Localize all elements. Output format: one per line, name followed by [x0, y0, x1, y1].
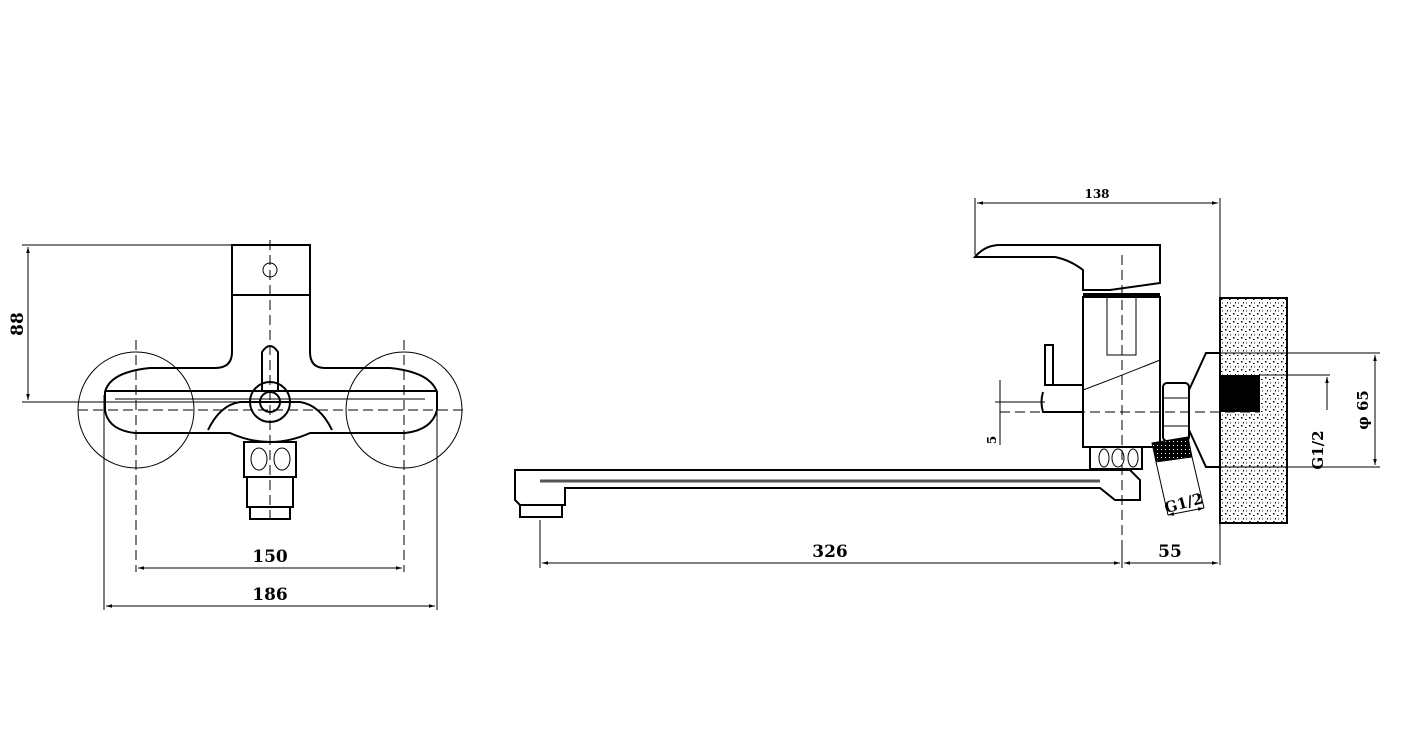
- height-dim-label: 88: [8, 312, 28, 336]
- wall-flange: [1188, 352, 1221, 468]
- knurled-inlet: [1151, 436, 1193, 463]
- center-distance-dim-label: 150: [252, 547, 288, 567]
- handle-block: [231, 244, 311, 296]
- spout-length-dim-label: 326: [812, 542, 848, 562]
- side-view: 138 5 326 55 G1/2 G1/2 φ 65: [514, 187, 1380, 568]
- front-view: 88 150 186: [8, 240, 465, 610]
- wall-offset-dim-label: 55: [1158, 542, 1182, 562]
- flange-diameter-label: φ 65: [1354, 390, 1372, 430]
- handle-reach-dim-label: 138: [1084, 187, 1109, 201]
- spout: [514, 469, 1141, 506]
- inlet-thread-label: G1/2: [1162, 489, 1204, 517]
- lever-handle: [972, 244, 1161, 291]
- offset-dim-label: 5: [985, 436, 999, 444]
- overall-width-dim-label: 186: [252, 585, 288, 605]
- body-outline: [104, 296, 438, 444]
- wall-thread-label: G1/2: [1309, 430, 1327, 469]
